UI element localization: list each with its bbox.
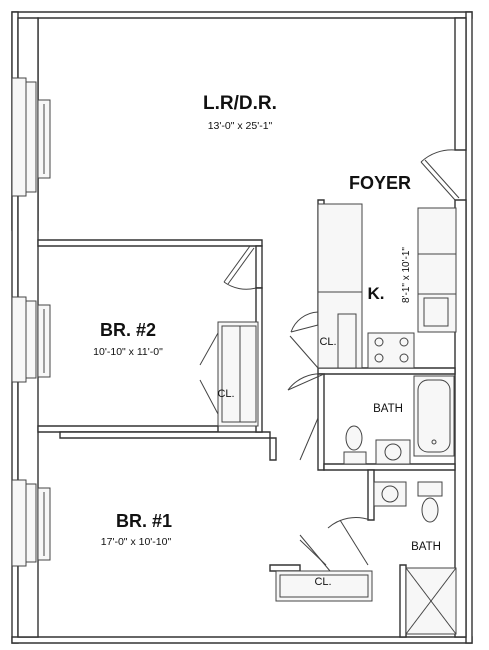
kitchen-name: K. [368,284,385,303]
bath1-fixtures [343,375,455,465]
closet-kitchen-name: CL. [319,336,336,348]
living-room-dims: 13'-0" x 25'-1" [208,120,273,132]
closet-br1-name: CL. [314,576,331,588]
bath2-door [299,517,371,566]
bath2-name: BATH [411,541,441,553]
br1-dims: 17'-0" x 10'-10" [101,536,172,548]
window-br2 [11,296,51,383]
kitchen-dims: 8'-1" x 10'-1" [401,247,412,303]
closet-br1 [275,534,373,602]
br2-name: BR. #2 [100,320,156,340]
br1-name: BR. #1 [116,511,172,531]
kitchen-counters [317,203,457,369]
closet-kitchen-door [289,311,319,369]
closet-br2-name: CL. [217,388,234,400]
door-br2 [223,245,257,290]
br2-dims: 10'-10" x 11'-0" [93,346,163,358]
living-room-name: L.R/D.R. [203,93,277,114]
bath1-name: BATH [373,403,403,415]
bath1-door [287,373,325,461]
closet-br2 [199,321,259,427]
window-living [11,77,51,197]
window-br1 [11,479,51,567]
entry-door [420,149,460,201]
bath2-fixtures [373,481,457,635]
foyer-name: FOYER [349,173,411,193]
